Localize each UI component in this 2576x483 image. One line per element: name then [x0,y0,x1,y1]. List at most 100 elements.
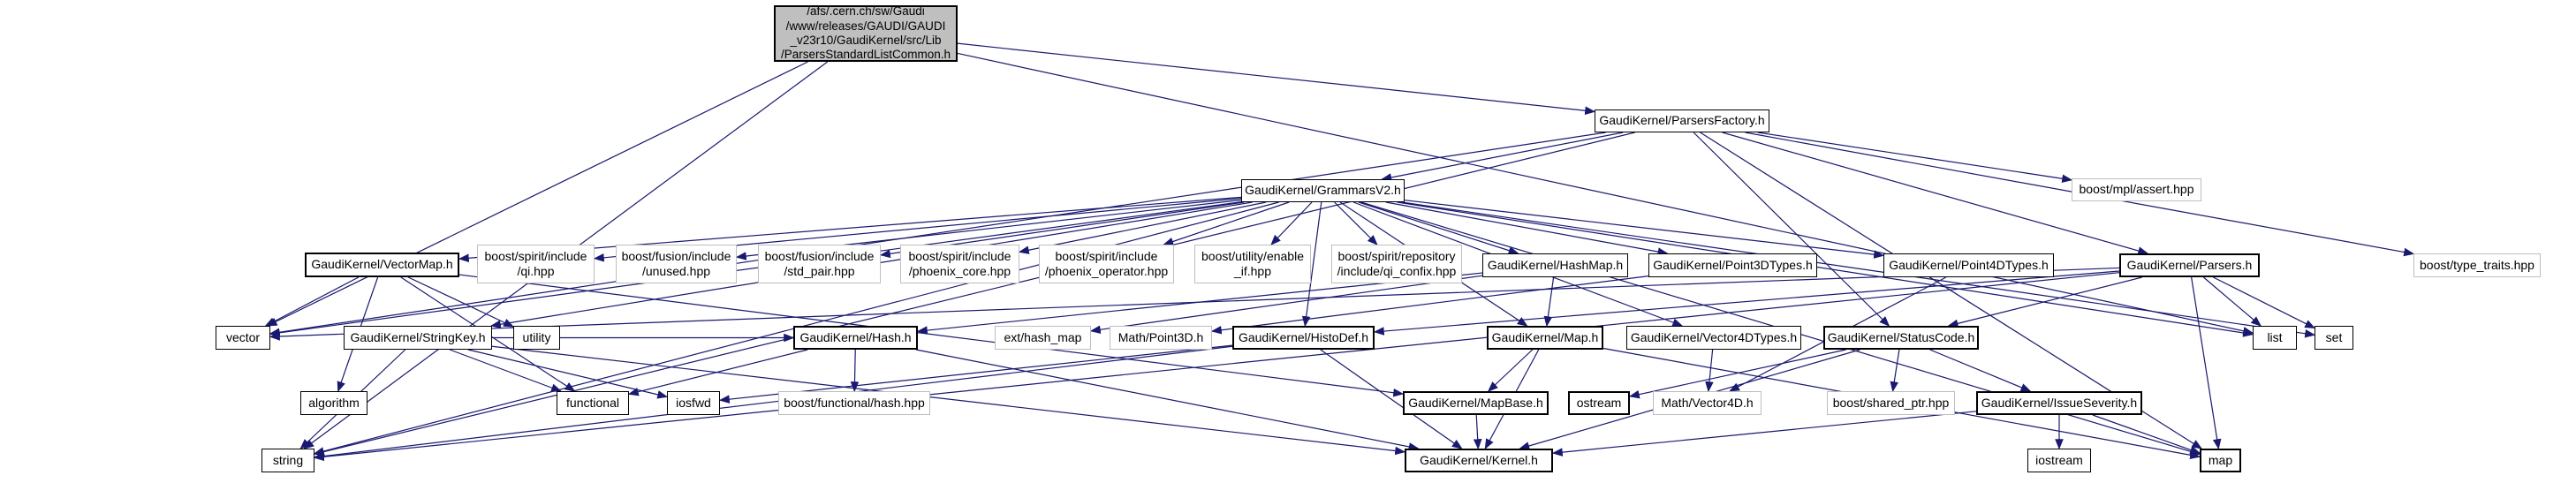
graph-node-label: GaudiKernel/MapBase.h [1408,395,1543,410]
include-edge-hashmap-to-map_h [1543,276,1555,328]
graph-node-label: GaudiKernel/Hash.h [799,329,912,344]
include-edge-parsers-to-histodef [1373,270,2120,336]
graph-node-label: GaudiKernel/Parsers.h [2126,257,2253,272]
graph-node-point4dtypes[interactable]: GaudiKernel/Point4DTypes.h [1883,253,2054,277]
graph-node-qi_confix: boost/spirit/repository /include/qi_conf… [1331,245,1462,283]
include-edge-vectormap-to-vector [264,276,360,327]
include-edge-vector4dtypes-to-math_vector4d [1705,349,1714,393]
graph-node-stringkey[interactable]: GaudiKernel/StringKey.h [344,326,492,350]
graph-node-math_point3d: Math/Point3D.h [1110,326,1212,350]
include-edge-parsers-to-string [313,272,2120,462]
graph-node-ostream[interactable]: ostream [1568,391,1630,415]
graph-node-label: vector [225,329,261,344]
graph-node-label: boost/fusion/include /std_pair.hpp [764,248,875,278]
include-edge-map_h-to-mapbase [1487,349,1534,392]
include-edge-root-to-list [957,52,2254,336]
include-edge-parsers-to-statuscode [1947,276,2142,328]
graph-node-type_traits: boost/type_traits.hpp [2413,253,2541,277]
graph-node-label: GaudiKernel/IssueSeverity.h [1981,395,2138,410]
graph-node-label: string [272,452,304,467]
graph-node-mpl_assert: boost/mpl/assert.hpp [2072,178,2201,201]
include-edge-parsersfactory-to-statuscode [1693,132,1890,327]
graph-node-statuscode[interactable]: GaudiKernel/StatusCode.h [1823,326,1979,350]
graph-node-iostream[interactable]: iostream [2027,449,2091,472]
include-edge-grammarsv2-to-list [1397,201,2254,337]
graph-node-parsersfactory[interactable]: GaudiKernel/ParsersFactory.h [1595,109,1769,132]
graph-node-label: GaudiKernel/HistoDef.h [1238,329,1369,344]
graph-node-shared_ptr: boost/shared_ptr.hpp [1827,391,1955,415]
graph-node-map_h[interactable]: GaudiKernel/Map.h [1487,326,1603,350]
graph-node-algorithm[interactable]: algorithm [300,391,367,415]
include-edge-parsersfactory-to-vector [269,132,1606,336]
graph-node-label: GaudiKernel/Point3DTypes.h [1653,257,1813,272]
graph-node-label: boost/mpl/assert.hpp [2079,182,2194,197]
graph-node-label: GaudiKernel/VectorMap.h [311,257,453,272]
include-edge-histodef-to-iosfwd [718,344,1233,404]
graph-node-label: Math/Vector4D.h [1661,395,1754,410]
include-edge-grammarsv2-to-qi_confix [1334,201,1378,245]
graph-node-string[interactable]: string [261,449,314,472]
graph-node-vectormap[interactable]: GaudiKernel/VectorMap.h [305,253,459,277]
graph-node-label: iostream [2035,452,2083,467]
graph-node-mapbase[interactable]: GaudiKernel/MapBase.h [1403,391,1549,415]
graph-node-label: GaudiKernel/HashMap.h [1487,257,1624,272]
graph-node-grammarsv2[interactable]: GaudiKernel/GrammarsV2.h [1241,179,1405,202]
include-edge-stringkey-to-functional [449,349,563,392]
graph-node-root: /afs/.cern.ch/sw/Gaudi /www/releases/GAU… [774,4,958,62]
include-edge-grammarsv2-to-vector [269,201,1242,337]
graph-node-label: GaudiKernel/ParsersFactory.h [1599,113,1765,128]
graph-node-label: GaudiKernel/Point4DTypes.h [1889,257,2049,272]
graph-node-functional[interactable]: functional [557,391,629,415]
graph-node-label: ostream [1576,395,1622,410]
graph-node-label: set [2325,329,2343,344]
graph-node-hash[interactable]: GaudiKernel/Hash.h [793,326,918,350]
graph-node-set[interactable]: set [2315,326,2353,350]
graph-node-label: GaudiKernel/GrammarsV2.h [1245,183,1401,198]
graph-node-point3dtypes[interactable]: GaudiKernel/Point3DTypes.h [1648,253,1817,277]
include-edge-stringkey-to-kernel [491,345,1406,456]
include-edge-parsers-to-map_std [2191,276,2222,450]
graph-node-unused: boost/fusion/include /unused.hpp [616,245,737,283]
include-edge-parsers-to-set [2213,276,2316,329]
graph-node-vector4dtypes[interactable]: GaudiKernel/Vector4DTypes.h [1626,326,1801,350]
graph-node-label: GaudiKernel/StringKey.h [350,329,486,344]
graph-node-label: boost/spirit/include /phoenix_core.hpp [908,248,1011,278]
graph-node-label: boost/spirit/include /phoenix_operator.h… [1044,248,1169,278]
graph-node-issueseverity[interactable]: GaudiKernel/IssueSeverity.h [1976,391,2142,415]
graph-node-label: boost/utility/enable _if.hpp [1201,248,1304,278]
graph-node-ext_hash_map: ext/hash_map [995,326,1091,350]
graph-node-label: GaudiKernel/Kernel.h [1420,452,1538,467]
include-edge-issueseverity-to-map_std [2092,414,2201,455]
graph-node-kernel[interactable]: GaudiKernel/Kernel.h [1405,449,1553,472]
graph-node-label: Math/Point3D.h [1118,329,1204,344]
graph-node-parsers[interactable]: GaudiKernel/Parsers.h [2119,253,2260,277]
graph-node-map_std[interactable]: map [2200,449,2241,472]
graph-node-label: GaudiKernel/Vector4DTypes.h [1630,329,1798,344]
graph-node-label: boost/shared_ptr.hpp [1832,395,1950,410]
graph-node-histodef[interactable]: GaudiKernel/HistoDef.h [1232,326,1375,350]
graph-node-phoenix_core: boost/spirit/include /phoenix_core.hpp [900,245,1019,283]
include-edge-root-to-vector [266,61,808,327]
graph-node-list[interactable]: list [2253,326,2297,350]
include-edge-histodef-to-kernel [1320,349,1463,449]
include-edge-hash-to-functional [627,349,808,396]
include-edge-parsersfactory-to-grammarsv2 [1381,132,1624,182]
graph-node-boost_hash: boost/functional/hash.hpp [778,391,930,415]
include-edge-grammarsv2-to-set [1401,201,2316,338]
graph-node-qi: boost/spirit/include /qi.hpp [477,245,595,283]
graph-node-label: ext/hash_map [1004,329,1082,344]
include-edge-histodef-to-string [313,345,1233,461]
graph-node-utility[interactable]: utility [513,326,560,350]
graph-node-math_vector4d: Math/Vector4D.h [1653,391,1762,415]
include-edge-hash-to-kernel [915,349,1420,451]
include-edge-grammarsv2-to-enable_if [1270,201,1313,245]
include-edge-issueseverity-to-kernel [1551,411,1977,457]
graph-node-vector[interactable]: vector [216,326,270,350]
graph-node-std_pair: boost/fusion/include /std_pair.hpp [758,245,881,283]
graph-node-hashmap[interactable]: GaudiKernel/HashMap.h [1482,253,1628,277]
include-edge-parsersfactory-to-parsers [1722,132,2149,255]
graph-node-iosfwd[interactable]: iosfwd [667,391,720,415]
graph-node-label: iosfwd [676,395,711,410]
include-edge-statuscode-to-shared_ptr [1890,349,1900,393]
